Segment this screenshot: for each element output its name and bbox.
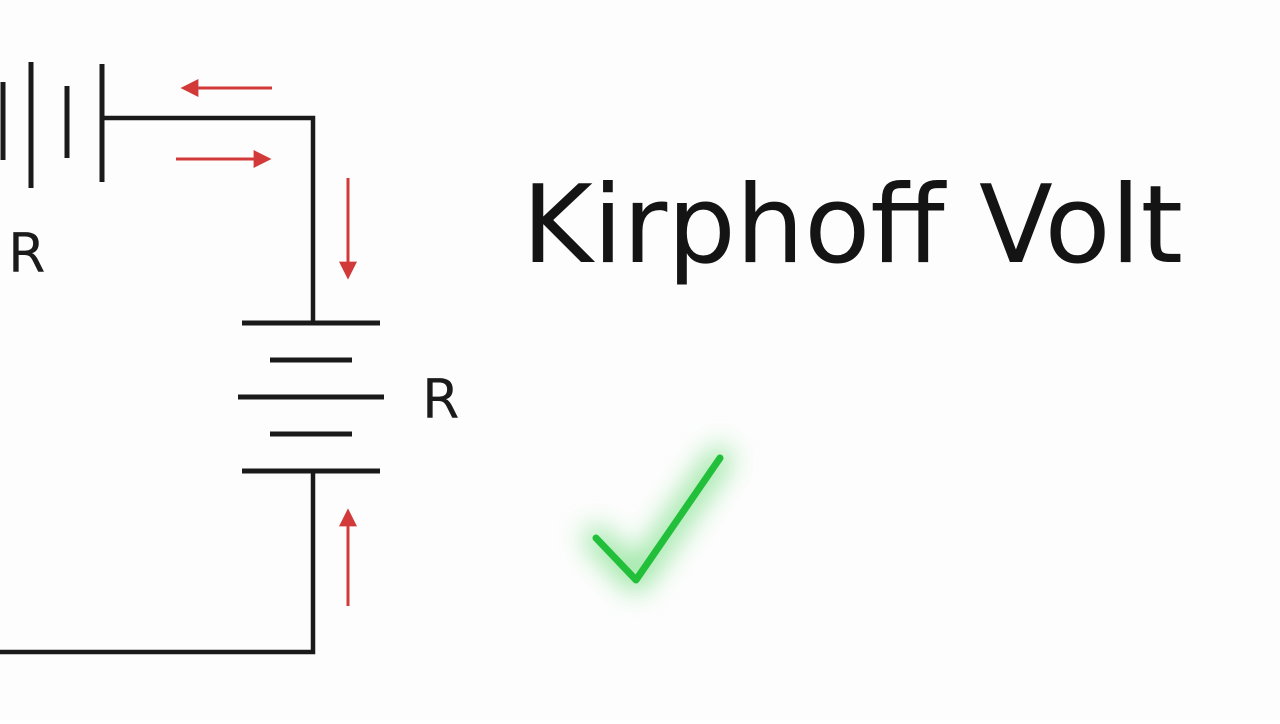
circuit-wires (0, 115, 316, 655)
resistor-label-left: R (8, 222, 46, 285)
resistor-right (238, 320, 384, 474)
resistor-top-left (0, 62, 105, 188)
slide-title: Kirphoff Volt (522, 163, 1183, 288)
wire-top (102, 115, 316, 322)
resistor-label-right: R (422, 368, 460, 431)
wire-bottom (0, 472, 316, 655)
check-icon (585, 447, 731, 591)
current-arrows (176, 79, 357, 606)
